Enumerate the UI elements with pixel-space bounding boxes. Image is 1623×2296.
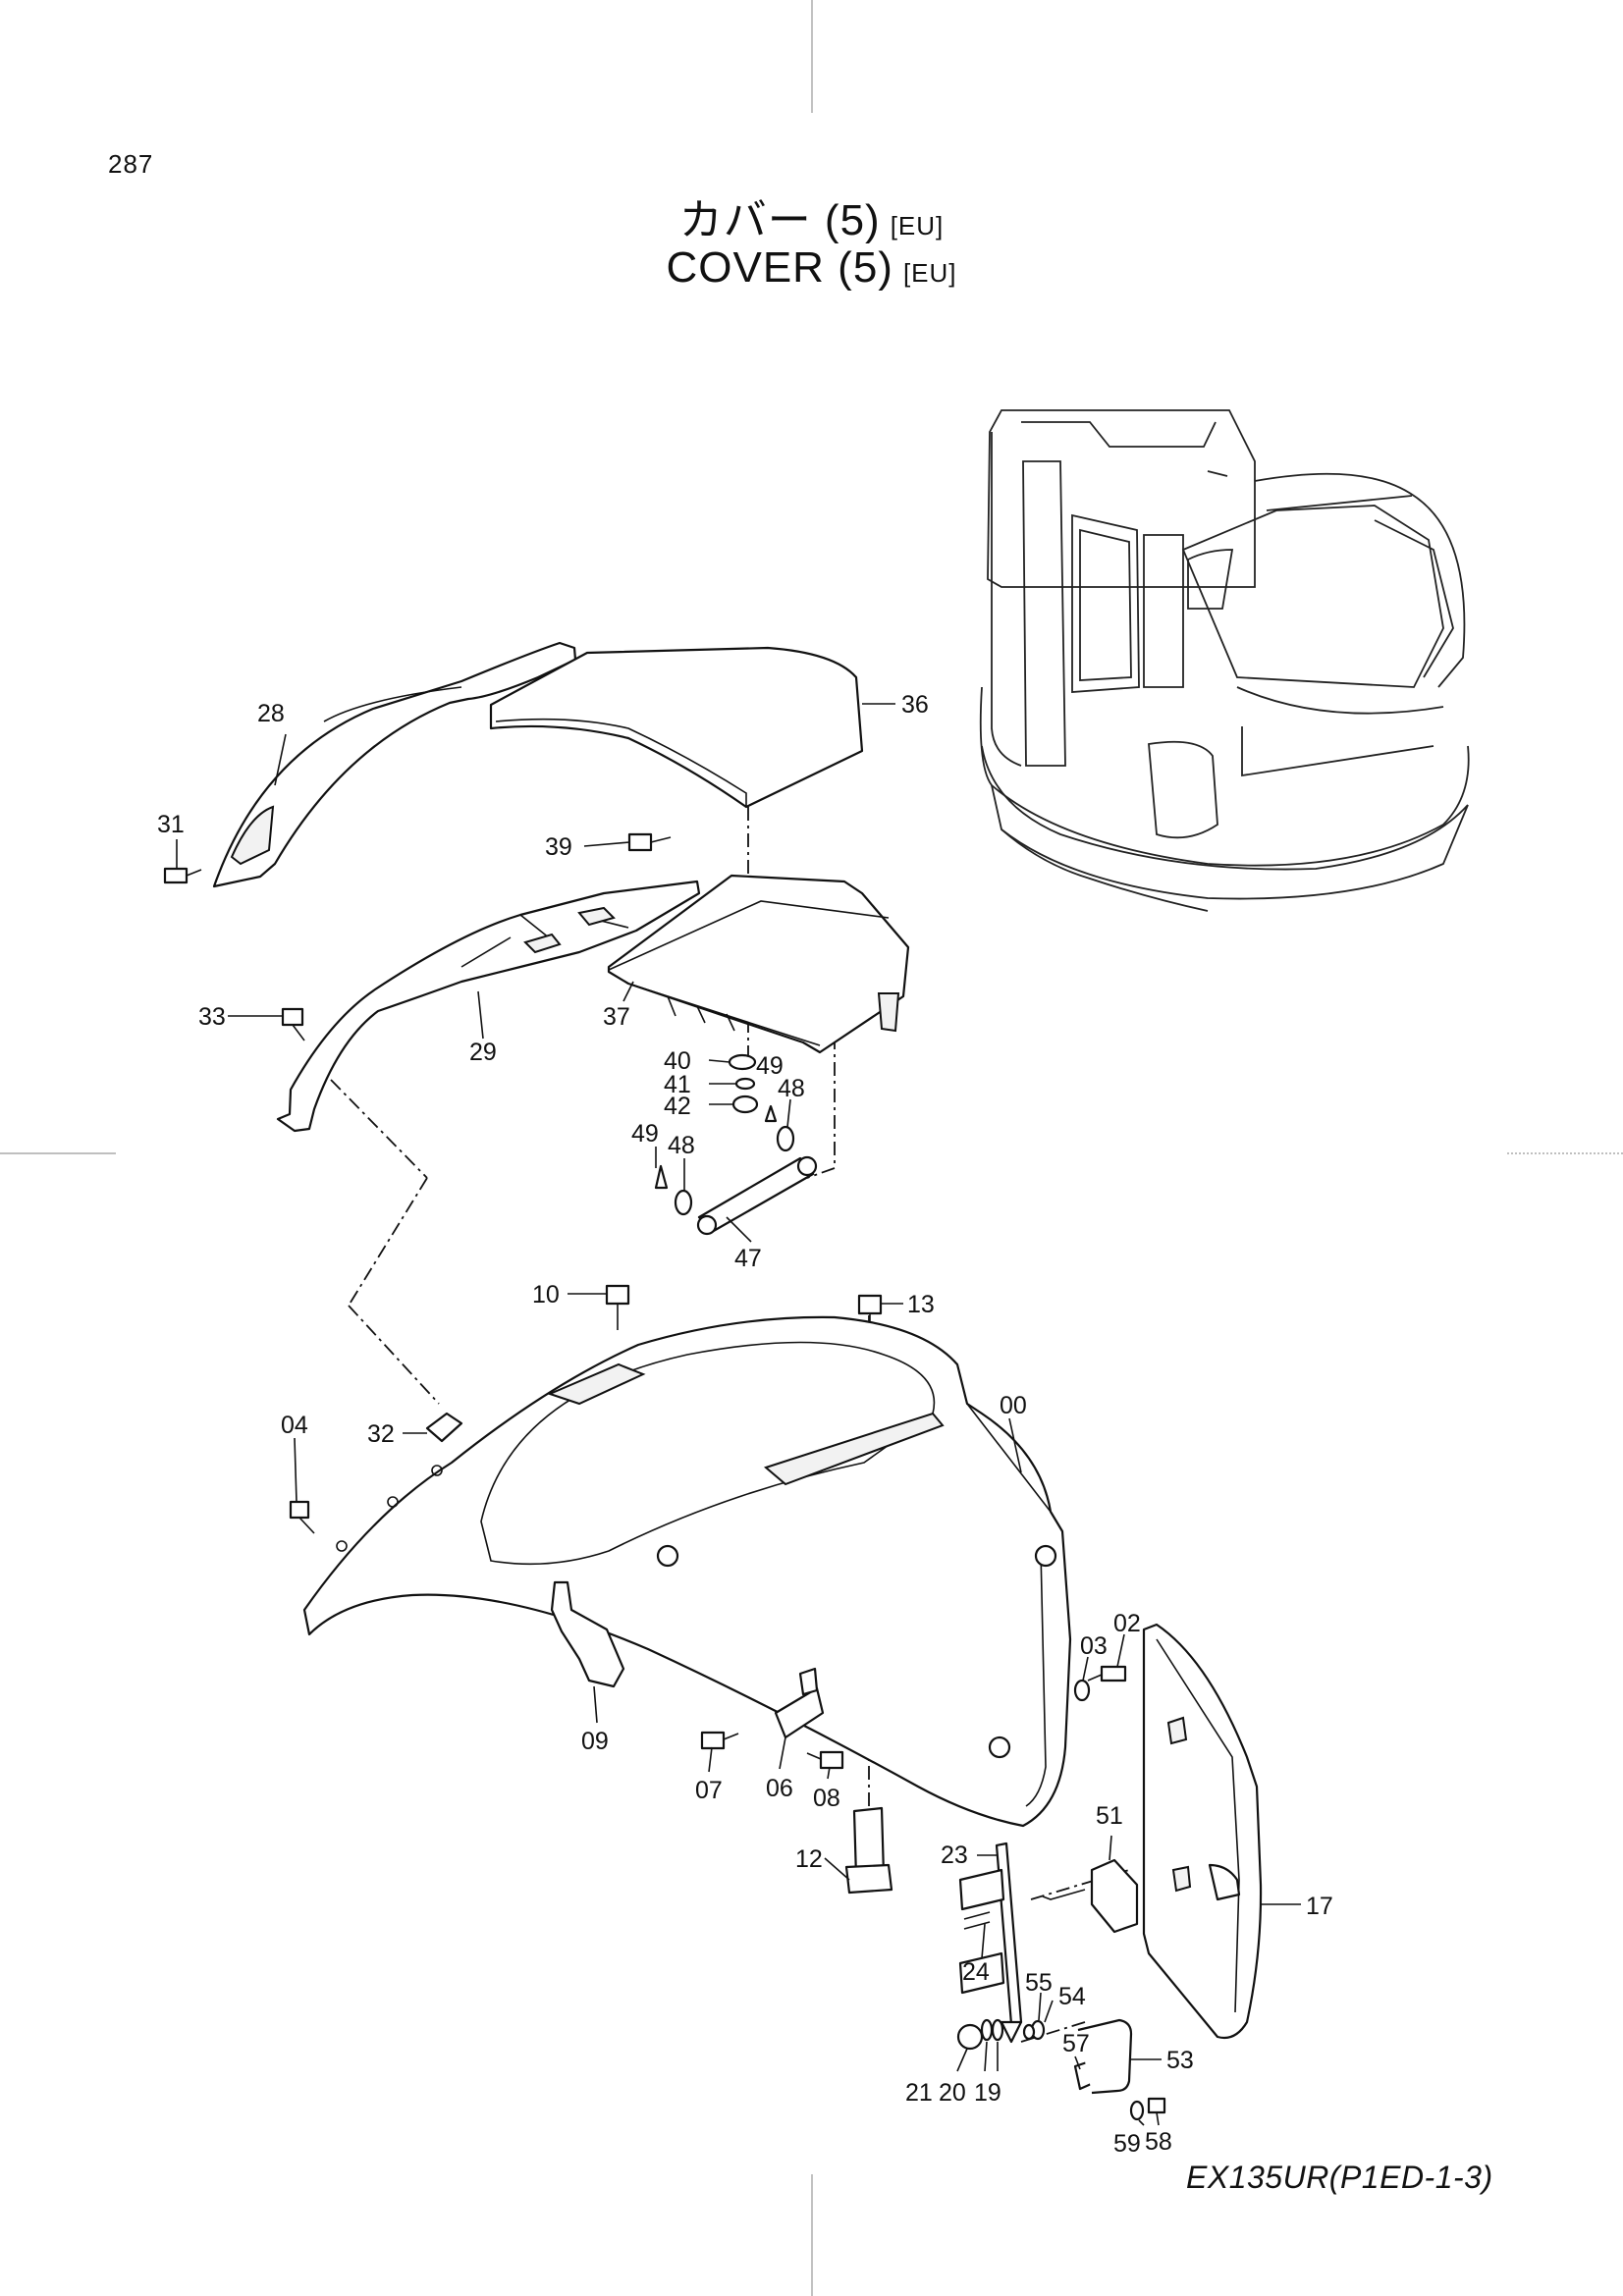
part-41-washer <box>734 1077 756 1091</box>
part-06-hinge-bracket <box>774 1667 825 1739</box>
part-10-bolt <box>605 1284 630 1330</box>
callout-04: 04 <box>281 1412 308 1439</box>
title-japanese-text: カバー (5) <box>678 196 881 244</box>
callout-33: 33 <box>198 1003 226 1031</box>
callout-28: 28 <box>257 700 285 727</box>
part-31-bolt <box>163 867 202 884</box>
callout-55: 55 <box>1025 1969 1053 1997</box>
callout-20: 20 <box>939 2079 966 2107</box>
callout-08: 08 <box>813 1785 840 1812</box>
part-29-frame-bracket <box>276 880 701 1133</box>
part-36-top-cover <box>489 646 864 809</box>
part-59-washer <box>1129 2100 1145 2121</box>
callout-59: 59 <box>1113 2130 1141 2158</box>
callout-17: 17 <box>1306 1893 1333 1920</box>
callout-42: 42 <box>664 1093 691 1120</box>
callout-labels: 28 31 36 39 33 29 37 40 49 41 48 42 49 4… <box>157 691 1333 2158</box>
part-58-bolt <box>1147 2097 1166 2114</box>
part-09-bracket <box>550 1580 625 1688</box>
callout-02: 02 <box>1113 1610 1141 1637</box>
part-12-stay <box>844 1806 893 1895</box>
part-04-bolt <box>289 1500 315 1534</box>
title-english: COVER (5) [EU] <box>0 243 1623 293</box>
part-48-washer-right <box>776 1125 795 1152</box>
part-08-bolt <box>806 1750 844 1770</box>
part-33-bolt <box>281 1007 305 1041</box>
part-47-gas-spring <box>696 1155 818 1236</box>
callout-09: 09 <box>581 1728 609 1755</box>
callout-57: 57 <box>1062 2030 1090 2057</box>
part-49-pin-left <box>654 1164 669 1190</box>
part-21-nut <box>956 2023 984 2051</box>
title-english-region-tag: [EU] <box>902 258 957 288</box>
fastener-parts <box>163 832 1166 2121</box>
part-32-plate <box>425 1412 463 1443</box>
model-code: EX135UR(P1ED-1-3) <box>1186 2160 1493 2195</box>
part-39-bolt <box>627 832 672 852</box>
callout-47: 47 <box>734 1245 762 1272</box>
callout-06: 06 <box>766 1775 793 1802</box>
part-02-bolt <box>1087 1665 1127 1682</box>
part-00-main-cover <box>302 1315 1072 1828</box>
callout-39: 39 <box>545 833 572 861</box>
machine-overview-illustration <box>979 409 1470 912</box>
title-japanese-region-tag: [EU] <box>890 211 945 240</box>
callout-40: 40 <box>664 1047 691 1075</box>
callout-12: 12 <box>795 1845 823 1873</box>
callout-31: 31 <box>157 811 185 838</box>
callout-49-left: 49 <box>631 1120 659 1148</box>
callout-07: 07 <box>695 1777 723 1804</box>
part-49-pin-right <box>764 1104 778 1123</box>
part-03-washer <box>1073 1679 1091 1702</box>
part-28-side-cover <box>212 641 577 888</box>
callout-41: 41 <box>664 1071 691 1098</box>
callout-leader-lines <box>176 703 1301 2126</box>
callout-48-left: 48 <box>668 1132 695 1159</box>
part-07-bolt <box>700 1731 739 1750</box>
callout-58: 58 <box>1145 2128 1172 2156</box>
callout-23: 23 <box>941 1842 968 1869</box>
callout-37: 37 <box>603 1003 630 1031</box>
callout-49-right: 49 <box>756 1052 784 1080</box>
part-37-mounting-plate <box>607 874 910 1054</box>
part-51-latch <box>1042 1858 1139 1934</box>
callout-48-right: 48 <box>778 1075 805 1102</box>
title-japanese: カバー (5) [EU] <box>0 185 1623 247</box>
callout-21: 21 <box>905 2079 933 2107</box>
callout-53: 53 <box>1166 2047 1194 2074</box>
callout-13: 13 <box>907 1291 935 1318</box>
callout-51: 51 <box>1096 1802 1123 1830</box>
title-english-text: COVER (5) <box>666 243 893 292</box>
part-48-washer-left <box>674 1189 693 1216</box>
part-19-washer <box>991 2018 1004 2042</box>
page-number: 287 <box>108 149 154 179</box>
part-40-washer <box>728 1053 757 1071</box>
callout-36: 36 <box>901 691 929 719</box>
callout-24: 24 <box>962 1958 990 1986</box>
callout-32: 32 <box>367 1420 395 1448</box>
part-42-nut <box>731 1095 759 1114</box>
part-23-24-lock-bracket <box>958 1842 1023 2044</box>
callout-54: 54 <box>1058 1983 1086 2010</box>
callout-03: 03 <box>1080 1632 1108 1660</box>
part-17-side-door <box>1142 1623 1263 2040</box>
callout-00: 00 <box>1000 1392 1027 1419</box>
part-20-washer <box>980 2018 994 2042</box>
callout-10: 10 <box>532 1281 560 1308</box>
callout-19: 19 <box>974 2079 1001 2107</box>
callout-29: 29 <box>469 1039 497 1066</box>
part-53-rod <box>1077 2018 1133 2095</box>
part-55-washer <box>1022 2023 1036 2041</box>
